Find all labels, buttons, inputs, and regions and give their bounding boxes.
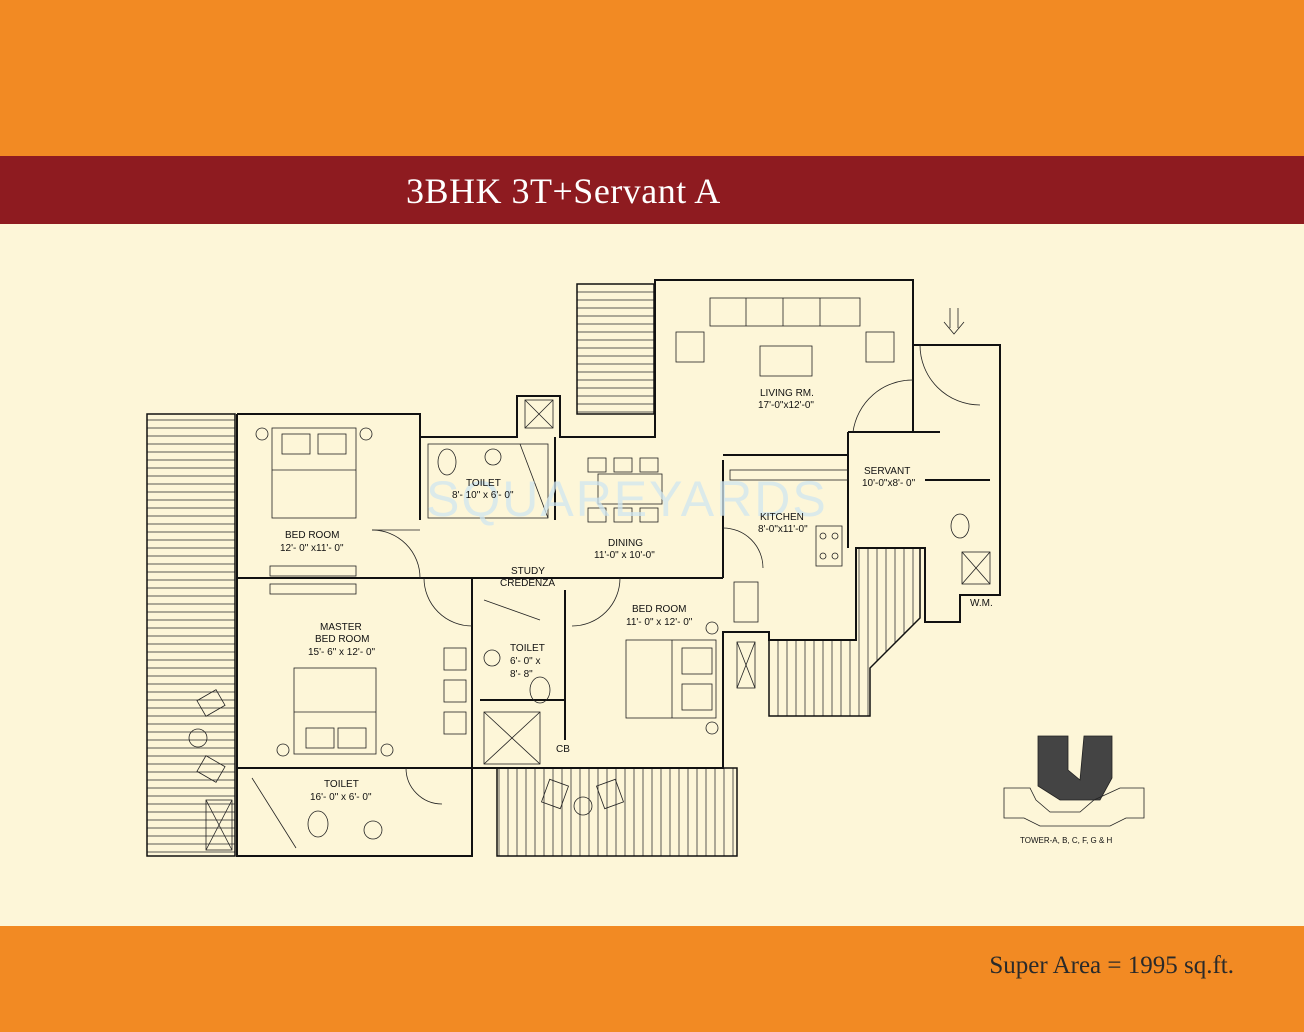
bedroom-1-label: BED ROOM [285,530,339,541]
balcony-bottom [496,767,738,857]
balcony-top [576,283,655,415]
master-bedroom-label-1: MASTER [320,622,362,633]
toilet-1-label: TOILET [466,478,501,489]
shaft-left [205,799,233,851]
master-bed [269,583,467,757]
top-band [0,0,1304,156]
shaft-top [524,399,554,429]
toilet-2-size-1: 6'- 0" x [510,656,540,667]
balcony-kitchen [768,547,921,717]
servant-room-label: SERVANT [864,466,910,477]
toilet-3-size: 16'- 0" x 6'- 0" [310,792,372,803]
super-area: Super Area = 1995 sq.ft. [989,952,1234,979]
bed-2 [625,621,719,735]
wm-label: W.M. [970,598,993,609]
toilet-2-label: TOILET [510,643,545,654]
dining-size: 11'-0" x 10'-0" [594,550,655,561]
entrance-arrow-icon [943,308,965,335]
floor-plan-area: SQUAREYARDS LIVING RM. 17'-0"x12'-0" SER… [0,224,1304,926]
shaft-mid [483,711,541,765]
kitchen-label: KITCHEN [760,512,804,523]
bedroom-2-label: BED ROOM [632,604,686,615]
living-room-label: LIVING RM. [760,388,814,399]
dining-table [587,457,663,523]
dining-label: DINING [608,538,643,549]
kitchen-counter [729,469,849,623]
shaft-right [961,551,991,585]
cb-label: CB [556,744,570,755]
toilet-3-label: TOILET [324,779,359,790]
bed-1 [255,427,373,577]
study-label: STUDY [511,566,545,577]
master-bedroom-label-2: BED ROOM [315,634,369,645]
toilet-1-size: 8'- 10" x 6'- 0" [452,490,514,501]
bedroom-2-size: 11'- 0" x 12'- 0" [626,617,693,628]
toilet-fixtures [251,443,970,849]
watermark: SQUAREYARDS [426,471,828,527]
bedroom-1-size: 12'- 0" x11'- 0" [280,543,344,554]
floor-plan-drawing: SQUAREYARDS LIVING RM. 17'-0"x12'-0" SER… [146,279,1145,857]
study-credenza-label: CREDENZA [500,578,555,589]
key-plan: TOWER-A, B, C, F, G & H [1003,735,1145,845]
living-room-size: 17'-0"x12'-0" [758,400,814,411]
master-bedroom-size: 15'- 6" x 12'- 0" [308,647,376,658]
plan-title: 3BHK 3T+Servant A [406,171,721,211]
title-band: 3BHK 3T+Servant A [0,156,1304,224]
shaft-kitchen [736,641,756,689]
balcony-chairs [188,689,625,816]
key-plan-caption: TOWER-A, B, C, F, G & H [1020,836,1113,845]
bottom-band: Super Area = 1995 sq.ft. [0,926,1304,1032]
servant-room-size: 10'-0"x8'- 0" [862,478,916,489]
toilet-2-size-2: 8'- 8" [510,669,533,680]
kitchen-size: 8'-0"x11'-0" [758,524,808,535]
living-sofa [675,297,895,377]
balcony-left [146,413,236,857]
